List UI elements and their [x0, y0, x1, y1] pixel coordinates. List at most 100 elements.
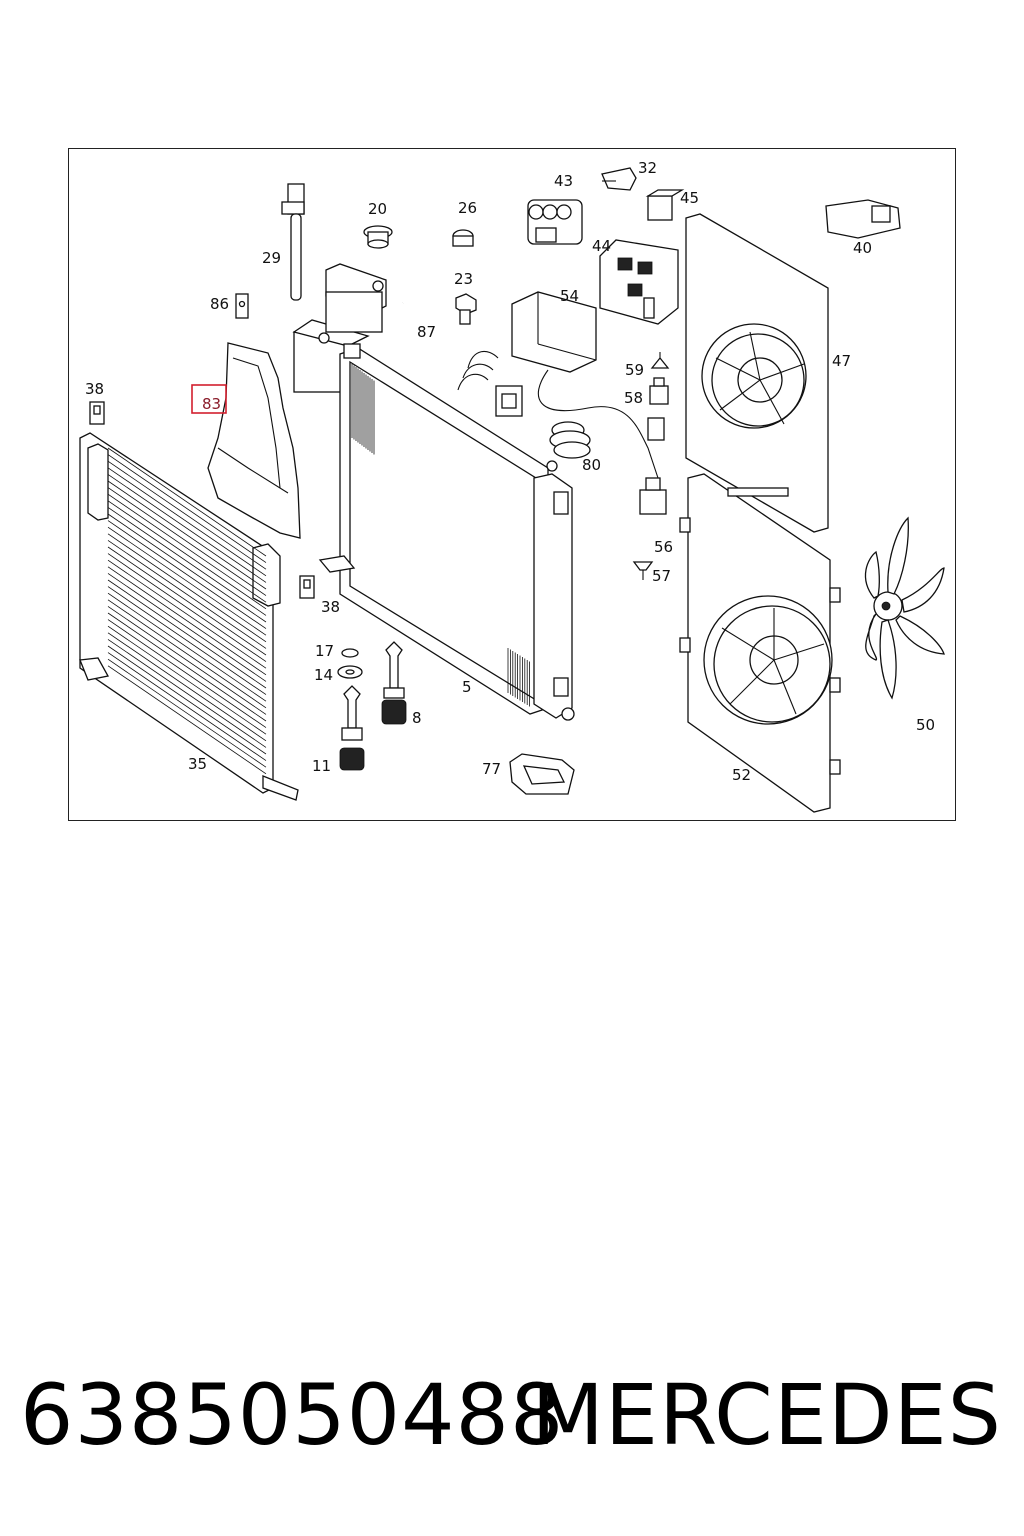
label-32: 32 — [638, 159, 657, 177]
condenser-fin — [107, 619, 267, 728]
condenser-fin — [107, 546, 267, 656]
condenser-fin — [107, 566, 267, 676]
condenser-fin — [107, 645, 267, 755]
condenser-fin — [107, 652, 267, 761]
sensor-29 — [281, 183, 305, 301]
condenser-fin — [107, 520, 267, 629]
label-57: 57 — [652, 567, 671, 585]
condenser-fin — [107, 553, 267, 662]
seal-77 — [509, 753, 575, 795]
exploded-parts-diagram: 29 86 20 26 23 87 43 32 45 44 54 40 47 5… — [79, 159, 945, 813]
fan-assembly-47 — [685, 213, 829, 533]
cap-20 — [363, 225, 393, 249]
condenser-fin — [107, 592, 267, 702]
condenser-fin — [107, 474, 267, 583]
condenser-fin — [107, 559, 267, 669]
label-29: 29 — [262, 249, 281, 267]
label-11: 11 — [312, 757, 331, 775]
condenser-fin — [107, 632, 267, 742]
label-38-left: 38 — [85, 380, 104, 398]
condenser-fin — [107, 625, 267, 735]
condenser-fin — [107, 665, 267, 775]
label-47: 47 — [832, 352, 851, 370]
condenser-fin — [107, 493, 267, 603]
switch-26 — [452, 229, 474, 247]
condenser-fin — [107, 447, 267, 557]
condenser-fin — [107, 500, 267, 610]
air-guide-83 — [207, 342, 301, 539]
condenser-fin — [107, 454, 267, 563]
condenser-fin — [107, 533, 267, 643]
label-80: 80 — [582, 456, 601, 474]
mount-11 — [339, 685, 365, 771]
expansion-tank — [292, 263, 387, 393]
condenser-35 — [79, 432, 299, 801]
brand-name: MERCEDES — [531, 1366, 1002, 1464]
connector-59 — [650, 352, 670, 369]
hose-87 — [402, 300, 415, 338]
connector-56 — [639, 417, 667, 515]
label-86: 86 — [210, 295, 229, 313]
condenser-fin — [107, 480, 267, 590]
condenser-fin — [107, 586, 267, 695]
label-44: 44 — [592, 237, 611, 255]
part-32 — [601, 167, 637, 191]
label-45: 45 — [680, 189, 699, 207]
label-26: 26 — [458, 199, 477, 217]
condenser-fin — [107, 487, 267, 596]
condenser-fin — [107, 599, 267, 709]
condenser-fin — [107, 658, 267, 768]
condenser-fin — [107, 612, 267, 722]
plug-57 — [632, 561, 654, 580]
condenser-fin — [107, 467, 267, 577]
fan-shroud-52 — [679, 473, 841, 813]
label-83: 83 — [202, 395, 221, 413]
label-5: 5 — [462, 678, 472, 696]
condenser-fin — [107, 606, 267, 715]
condenser-fin — [107, 460, 267, 570]
control-unit-54 — [457, 291, 659, 479]
label-35: 35 — [188, 755, 207, 773]
condenser-fin — [107, 513, 267, 623]
bracket-86 — [235, 293, 249, 319]
relay-block-44 — [599, 239, 679, 325]
label-77: 77 — [482, 760, 501, 778]
label-54: 54 — [560, 287, 579, 305]
clip-38-right — [299, 575, 315, 599]
grommet-80 — [549, 421, 591, 459]
label-8: 8 — [412, 709, 422, 727]
connector-43 — [527, 199, 583, 245]
condenser-fin — [107, 579, 267, 689]
label-43: 43 — [554, 172, 573, 190]
label-14: 14 — [314, 666, 333, 684]
sensor-23 — [455, 293, 477, 325]
label-56: 56 — [654, 538, 673, 556]
label-40: 40 — [853, 239, 872, 257]
label-20: 20 — [368, 200, 387, 218]
nut-14 — [337, 665, 363, 679]
label-50: 50 — [916, 716, 935, 734]
diagram-frame — [68, 148, 956, 821]
label-59: 59 — [625, 361, 644, 379]
connector-58 — [649, 377, 669, 405]
highlight-box-83 — [191, 384, 227, 414]
label-58: 58 — [624, 389, 643, 407]
label-87: 87 — [417, 323, 436, 341]
label-23: 23 — [454, 270, 473, 288]
fan-blade-50 — [864, 516, 945, 700]
part-number: 6385050488 — [20, 1366, 565, 1464]
relay-45 — [645, 189, 685, 221]
label-17: 17 — [315, 642, 334, 660]
condenser-fin — [107, 507, 267, 616]
washer-17 — [341, 648, 359, 658]
frame-40 — [825, 199, 901, 239]
radiator-5 — [318, 343, 575, 721]
clip-38-left — [89, 401, 105, 425]
condenser-fin — [107, 540, 267, 649]
condenser-fin — [107, 639, 267, 748]
condenser-fin — [107, 526, 267, 636]
label-38-right: 38 — [321, 598, 340, 616]
mount-8 — [381, 641, 407, 725]
label-52: 52 — [732, 766, 751, 784]
part-labels: 29 86 20 26 23 87 43 32 45 44 54 40 47 5… — [85, 159, 935, 784]
